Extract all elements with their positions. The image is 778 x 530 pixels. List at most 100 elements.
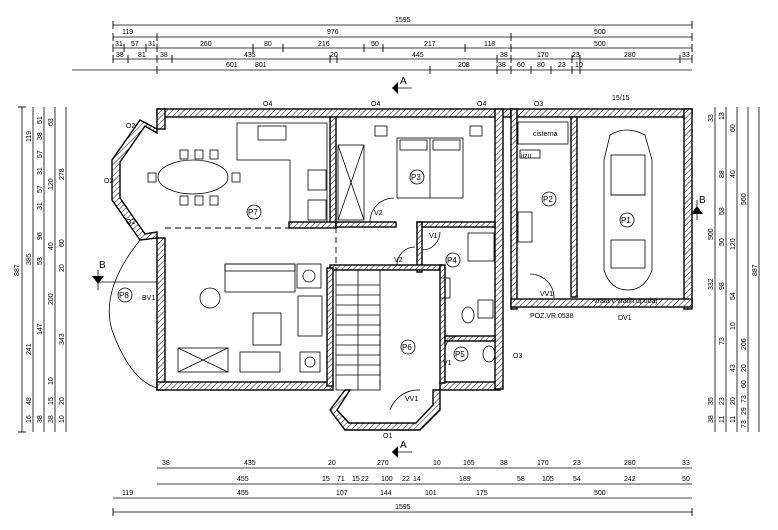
shaft: [337, 144, 365, 221]
dim-left-c2-9: 147: [37, 323, 44, 335]
dim-top-r2-1: 119: [122, 29, 133, 36]
section-b-left: B: [99, 260, 106, 271]
dim-right-c2-6: 73: [719, 337, 726, 345]
dim-left-c1-1: 119: [26, 131, 33, 142]
dim-bot-r1-3: 20: [328, 460, 336, 467]
dim-bot-r2-4: 15: [352, 476, 360, 483]
dim-top-r5-2: 801: [255, 62, 267, 69]
notes: 15/15 cisterna vrata v vratih upodaj POZ…: [521, 95, 657, 320]
dim-top-r5-8: 10: [575, 62, 583, 69]
dim-left-c3-7: 38: [48, 415, 55, 423]
walls: [111, 108, 693, 431]
dim-top-r4-6: 445: [412, 52, 424, 59]
dim-left-c2-4: 31: [37, 167, 44, 175]
dim-right-c3-1: 60: [730, 124, 737, 132]
dim-top-r3-5: 80: [264, 41, 272, 48]
dim-right-c3-6: 43: [730, 364, 737, 372]
dim-bot-r2-6: 100: [381, 476, 393, 483]
dim-right-c4-6: 29: [741, 407, 748, 415]
dim-bot-r3-5: 101: [425, 490, 437, 497]
label-vv1-b: VV1: [540, 291, 553, 298]
dim-top-r2-3: 500: [594, 29, 606, 36]
dim-left-c2-1: 51: [37, 116, 44, 124]
label-o2-a: O2: [126, 123, 135, 130]
dim-top-r4-2: 81: [138, 52, 146, 59]
dim-top-r4-9: 23: [572, 52, 580, 59]
label-o4-b: O4: [371, 101, 380, 108]
dim-bot-r2-1: 455: [237, 476, 249, 483]
room-p7: P7: [248, 208, 258, 217]
dim-bot-r1-11: 33: [682, 460, 690, 467]
dim-bot-r2-9: 189: [459, 476, 471, 483]
dim-right-c3-4: 54: [730, 292, 737, 300]
furniture: [147, 121, 653, 373]
dim-left-c1-4: 48: [26, 397, 33, 405]
label-o2-b: O2: [104, 178, 113, 185]
dim-bot-r2-2: 15: [322, 476, 330, 483]
dim-top-r4-10: 280: [624, 52, 636, 59]
dim-right-c2-3: 53: [719, 207, 726, 215]
left-dimensions: 887 119 385 241 48 16 51 38 57 31 57 31 …: [14, 106, 67, 433]
dim-bot-r2-13: 242: [624, 476, 636, 483]
dim-top-r3-4: 260: [200, 41, 212, 48]
dim-right-c3-8: 11: [730, 416, 737, 423]
dim-bot-r2-3: 71: [337, 476, 345, 483]
dim-bot-r3-7: 500: [594, 490, 606, 497]
dim-right-c4-2: 206: [741, 338, 748, 350]
room-p2: P2: [543, 195, 553, 204]
dim-left-c4-3: 20: [59, 264, 66, 272]
dim-right-c1-1: 500: [708, 228, 715, 240]
dim-left-c2-2: 38: [37, 132, 44, 140]
label-v2-a: V2: [374, 210, 383, 217]
dim-right-c2-8: 11: [719, 416, 726, 423]
label-bv1: BV1: [142, 295, 155, 302]
dim-right-c1-0: 33: [708, 114, 715, 122]
dim-left-c3-5: 10: [48, 377, 55, 385]
top-dimensions: 1595 119 976 500 31 57 31 260 80 216 50 …: [72, 17, 693, 74]
dim-top-r3-3: 31: [148, 41, 156, 48]
room-p6: P6: [402, 343, 412, 352]
dim-right-c2-1: 13: [719, 112, 726, 120]
label-v2-b: V2: [394, 257, 403, 264]
dim-top-overall: 1595: [395, 17, 411, 24]
dim-right-c3-2: 40: [730, 170, 737, 178]
note-pod: POZ.VR.0538: [530, 313, 574, 320]
dim-left-c3-4: 200: [48, 293, 55, 305]
dim-bot-r2-7: 22: [402, 476, 410, 483]
room-labels: P7 P8 P3 P4 P2 P1 P6 P5: [117, 169, 635, 362]
dim-left-c4-5: 20: [59, 397, 66, 405]
note-roof: 15/15: [612, 95, 630, 102]
right-dimensions: 500 33 332 35 38 13 88 53 50 98 73 23 11…: [708, 107, 760, 432]
dim-top-r2-2: 976: [327, 29, 339, 36]
room-p5: P5: [455, 350, 465, 359]
staircase: [335, 269, 381, 391]
dim-left-c1-5: 16: [26, 415, 33, 423]
dim-top-r4-3: 38: [160, 52, 168, 59]
dim-top-r5-7: 23: [558, 62, 566, 69]
note-garage-door: vrata v vratih upodaj: [594, 298, 657, 305]
label-o4-a: O4: [263, 101, 272, 108]
dim-left-c2-10: 38: [37, 415, 44, 423]
dim-top-r5-4: 38: [498, 62, 506, 69]
dim-bot-r1-4: 270: [377, 460, 389, 467]
dim-top-r3-2: 57: [131, 41, 139, 48]
bottom-dimensions: 38 435 20 270 10 165 38 170 23 280 33 45…: [112, 460, 693, 516]
dim-right-c1-4: 38: [708, 415, 715, 423]
dim-bot-r2-14: 50: [682, 476, 690, 483]
doors: [369, 197, 555, 411]
dim-left-c4-2: 60: [59, 239, 66, 247]
dim-bot-r2-12: 54: [573, 476, 581, 483]
dim-right-outer: 887: [752, 264, 759, 276]
dim-left-c1-2: 385: [26, 253, 33, 265]
dim-bot-r2-11: 105: [542, 476, 554, 483]
dim-bot-r3-3: 107: [336, 490, 348, 497]
dim-top-r3-8: 217: [424, 41, 436, 48]
dim-right-c2-5: 98: [719, 282, 726, 290]
dim-right-c2-7: 23: [719, 397, 726, 405]
dim-top-r3-7: 50: [371, 41, 379, 48]
dim-bot-r3-6: 175: [476, 490, 488, 497]
dim-top-r4-1: 38: [116, 52, 124, 59]
dim-top-r3-9: 118: [484, 41, 495, 48]
dim-left-c2-7: 96: [37, 232, 44, 240]
dim-top-r5-3: 208: [458, 62, 470, 69]
